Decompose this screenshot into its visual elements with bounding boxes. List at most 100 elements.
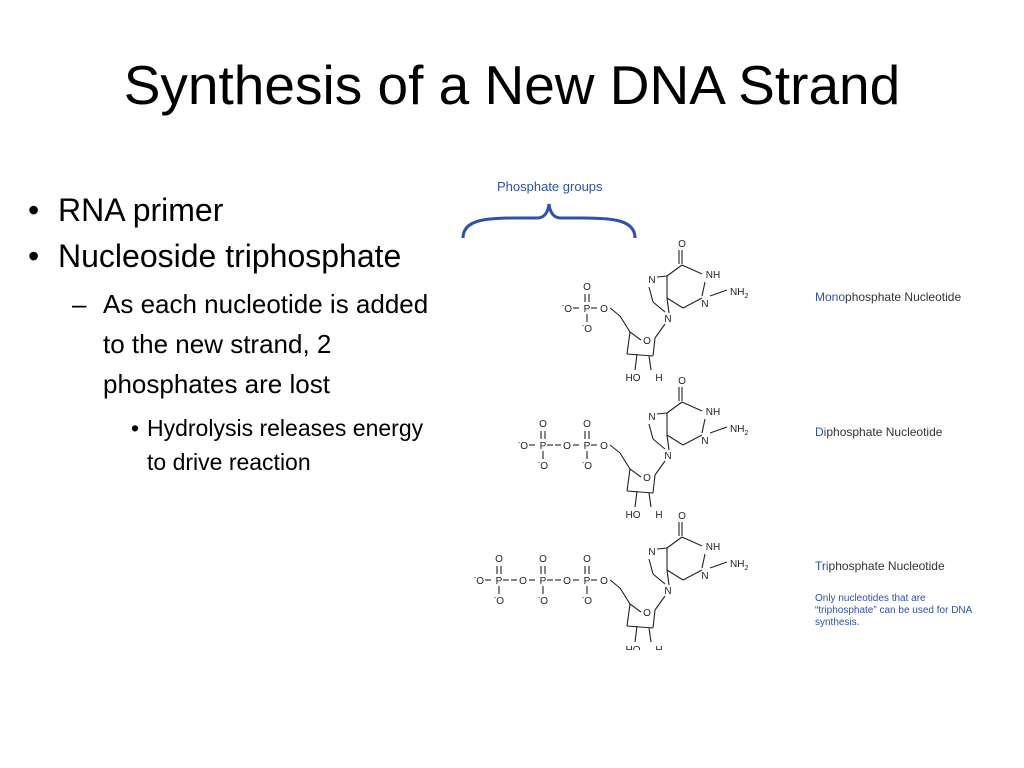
atom-ho: HO bbox=[626, 373, 641, 384]
bond-line bbox=[652, 573, 666, 585]
diphosphate-label: Diphosphate Nucleotide bbox=[815, 425, 942, 439]
atom-n: N bbox=[664, 451, 671, 462]
bond-line bbox=[626, 468, 631, 492]
bullet-item: • RNA primer bbox=[18, 192, 438, 229]
bond-line bbox=[701, 418, 706, 434]
atom-nh: NH bbox=[706, 542, 720, 553]
atom-o: O bbox=[583, 419, 591, 430]
atom-p: P bbox=[496, 576, 503, 587]
atom-o: O bbox=[583, 554, 591, 565]
bullet-item: • Nucleoside triphosphate bbox=[18, 238, 438, 275]
atom-n: N bbox=[701, 436, 708, 447]
bond-line bbox=[652, 474, 656, 494]
atom-n: N bbox=[648, 412, 655, 423]
label-rest: phosphate Nucleotide bbox=[828, 559, 945, 573]
bond-line bbox=[709, 289, 728, 297]
bond-line bbox=[701, 553, 706, 569]
label-prefix: Mono bbox=[815, 290, 846, 304]
atom-o: O bbox=[563, 441, 571, 452]
bond-line bbox=[666, 264, 683, 277]
atom-o-ring: O bbox=[643, 336, 651, 347]
atom-nh2: NH2 bbox=[730, 424, 748, 437]
bond-line bbox=[619, 452, 631, 470]
triphosphate-note: Only nucleotides that are “triphosphate”… bbox=[815, 593, 972, 628]
label-rest: phosphate Nucleotide bbox=[826, 425, 943, 439]
atom-nh: NH bbox=[706, 407, 720, 418]
atom-n: N bbox=[664, 586, 671, 597]
dash-marker: – bbox=[72, 289, 87, 319]
label-prefix: Tri bbox=[815, 559, 829, 573]
bond-line bbox=[609, 579, 621, 589]
bond-line bbox=[656, 547, 668, 550]
atom-o: O bbox=[678, 239, 686, 250]
atom-o: O bbox=[563, 576, 571, 587]
bullet-marker: • bbox=[131, 415, 140, 441]
atom-nh: NH bbox=[706, 270, 720, 281]
label-rest: phosphate Nucleotide bbox=[845, 290, 962, 304]
bond-line bbox=[652, 301, 666, 313]
atom-o-ring: O bbox=[643, 608, 651, 619]
bond-line bbox=[709, 426, 728, 434]
atom-h: H bbox=[655, 510, 662, 521]
bond-line bbox=[634, 490, 638, 508]
bond-line bbox=[666, 434, 684, 446]
bond-line bbox=[682, 297, 703, 309]
bond-line bbox=[652, 438, 666, 450]
atom-o: O bbox=[600, 441, 608, 452]
atom-o: O bbox=[583, 282, 591, 293]
bond-line bbox=[681, 264, 703, 275]
bond-line bbox=[619, 587, 631, 605]
bond-line bbox=[626, 331, 631, 355]
bond-line bbox=[666, 297, 670, 314]
sub-sub-bullet-text: Hydrolysis releases energy to drive reac… bbox=[147, 415, 424, 475]
bond-line bbox=[619, 315, 631, 333]
bond-line bbox=[626, 490, 654, 494]
atom-nh2: NH2 bbox=[730, 287, 748, 300]
bond-line bbox=[652, 337, 656, 357]
atom-ho: HO bbox=[626, 645, 641, 650]
atom-o: O bbox=[678, 376, 686, 387]
atom-o: O bbox=[539, 554, 547, 565]
bond-line bbox=[648, 286, 654, 303]
bond-line bbox=[629, 331, 642, 341]
bond-line bbox=[666, 569, 670, 586]
oxygen-anion: -O bbox=[494, 595, 504, 607]
bond-line bbox=[666, 434, 670, 451]
atom-p: P bbox=[540, 576, 547, 587]
oxygen-anion: -O bbox=[474, 575, 484, 587]
bullet-marker: • bbox=[28, 238, 40, 274]
bond-line bbox=[666, 297, 684, 309]
oxygen-anion: -O bbox=[582, 323, 592, 335]
bond-line bbox=[681, 401, 703, 412]
oxygen-anion: -O bbox=[518, 440, 528, 452]
oxygen-anion: -O bbox=[538, 595, 548, 607]
bond-line bbox=[681, 536, 703, 547]
atom-o: O bbox=[495, 554, 503, 565]
bond-line bbox=[666, 536, 683, 549]
bond-line bbox=[626, 353, 654, 357]
bond-line bbox=[648, 558, 654, 575]
oxygen-anion: -O bbox=[582, 460, 592, 472]
atom-p: P bbox=[584, 441, 591, 452]
bond-line bbox=[666, 401, 683, 414]
atom-p: P bbox=[540, 441, 547, 452]
bond-line bbox=[648, 423, 654, 440]
bond-line bbox=[648, 355, 652, 371]
slide-title: Synthesis of a New DNA Strand bbox=[123, 54, 901, 116]
atom-o: O bbox=[600, 576, 608, 587]
bond-line bbox=[701, 281, 706, 297]
bond-line bbox=[656, 412, 668, 415]
atom-n: N bbox=[701, 299, 708, 310]
atom-o: O bbox=[519, 576, 527, 587]
oxygen-anion: -O bbox=[582, 595, 592, 607]
bond-line bbox=[654, 323, 666, 339]
bond-line bbox=[634, 353, 638, 371]
atom-o-ring: O bbox=[643, 473, 651, 484]
bullet-list: • RNA primer • Nucleoside triphosphate –… bbox=[18, 192, 438, 479]
bond-line bbox=[682, 434, 703, 446]
atom-n: N bbox=[664, 314, 671, 325]
phosphate-groups-label: Phosphate groups bbox=[497, 179, 603, 194]
bullet-text-rna-primer: RNA primer bbox=[58, 192, 224, 228]
